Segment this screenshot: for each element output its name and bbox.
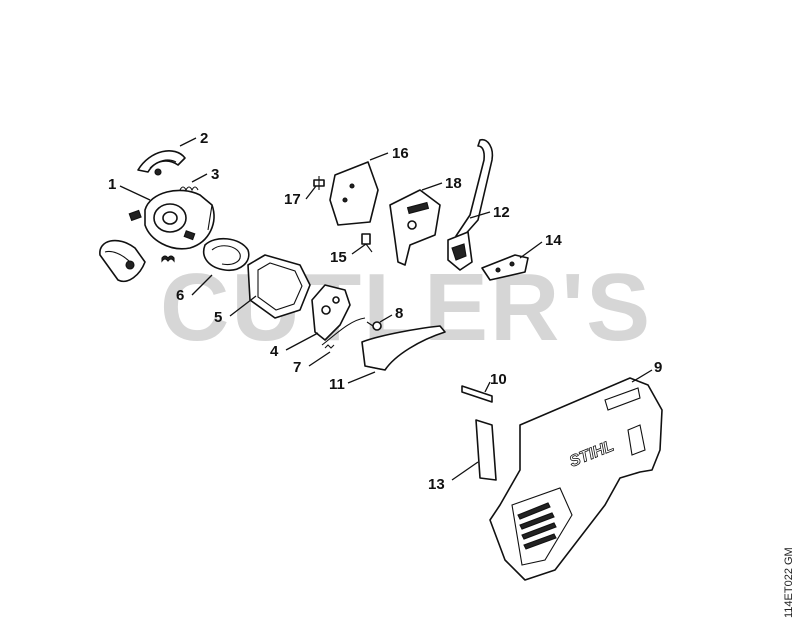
part-10-pin [461, 385, 493, 403]
callout-14: 14 [545, 232, 562, 249]
part-14-adjuster [481, 254, 529, 281]
part-8-screw [366, 321, 382, 331]
callout-13: 13 [428, 476, 445, 493]
part-15-bolt [361, 233, 373, 253]
part-2-clutch-shoe-top [137, 150, 186, 176]
callout-10: 10 [490, 371, 507, 388]
callout-11: 11 [329, 376, 345, 393]
callout-9: 9 [654, 359, 662, 376]
callout-6: 6 [176, 287, 184, 304]
part-16-cover-plate [329, 161, 379, 226]
part-9-sprocket-cover: STIHL [489, 377, 663, 581]
callout-2: 2 [200, 130, 208, 147]
callout-7: 7 [293, 359, 301, 376]
part-6-washer [203, 237, 250, 272]
callout-12: 12 [493, 204, 510, 221]
part-5-gasket [247, 254, 311, 319]
part-1-clutch-hub [128, 189, 215, 250]
part-17-screw [313, 176, 325, 190]
part-11-guide-plate [361, 325, 446, 371]
callout-8: 8 [395, 305, 403, 322]
callout-4: 4 [270, 343, 279, 360]
part-7-spring-wire [321, 317, 366, 349]
callout-1: 1 [108, 176, 116, 193]
leader-lines [119, 137, 653, 481]
reference-code: 114ET022 GM [783, 547, 795, 618]
callout-5: 5 [214, 309, 222, 326]
callout-18: 18 [445, 175, 462, 192]
callout-3: 3 [211, 166, 219, 183]
part-2-clutch-shoe-bottom [99, 239, 146, 282]
callout-17: 17 [284, 191, 301, 208]
part-13-pad [475, 419, 497, 481]
part-18-bracket [389, 189, 441, 266]
callout-15: 15 [330, 249, 347, 266]
callout-labels: 2 1 3 6 5 4 7 8 11 16 17 18 15 12 14 10 … [108, 130, 662, 493]
callout-16: 16 [392, 145, 409, 162]
part-12-tensioner-rod [447, 138, 494, 271]
part-3-spring [161, 186, 199, 263]
